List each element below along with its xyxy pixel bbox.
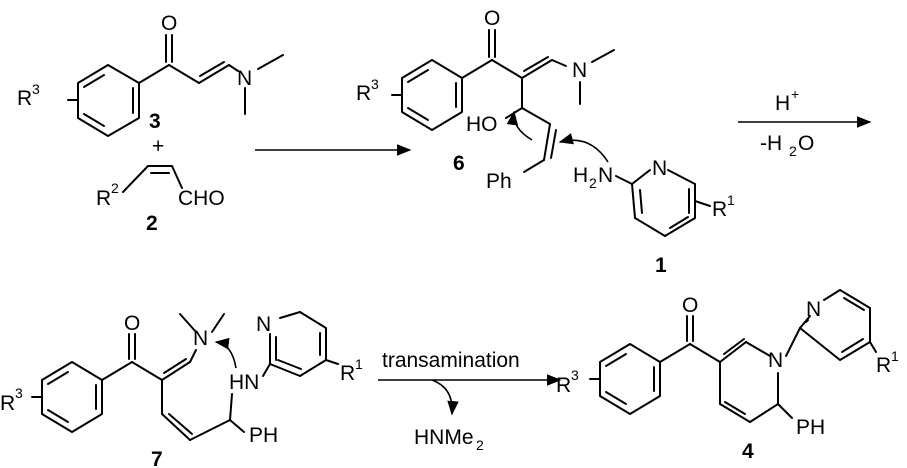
compound-label-6: 6 [453,152,465,175]
compound-label-3: 3 [149,110,161,133]
r3-label: R [0,392,15,415]
dehydration-h: -H [760,132,782,155]
electron-push-arrow [506,110,533,141]
compound-label-4: 4 [742,440,754,463]
transamination-step: transamination HNMe 2 [378,349,562,453]
amino-subscript: 2 [589,175,597,191]
carbonyl-oxygen: O [161,12,177,35]
amine-nitrogen: N [572,59,587,82]
intermediate-7: R 3 O N PH HN N [0,311,363,468]
byproduct-subscript: 2 [476,437,484,453]
r3-superscript: 3 [32,81,40,97]
acid-dehydration-step: H + -H 2 O [738,86,872,159]
pyridine-ring [799,289,871,361]
benzene-ring [599,343,661,415]
r1-label: R [876,354,891,377]
amine-nitrogen: N [193,327,208,350]
plus-sign: + [152,135,164,158]
carbonyl-oxygen: O [484,7,500,30]
r1-superscript: 1 [727,192,735,208]
carbonyl-oxygen: O [124,312,140,335]
compound-label-1: 1 [655,254,667,277]
acid-catalyst-h: H [775,92,790,115]
r3-label: R [17,87,32,110]
phenyl-group: PH [796,416,825,439]
r3-superscript: 3 [15,385,23,401]
r3-label: R [556,374,571,397]
r2-superscript: 2 [111,180,119,196]
r2-label: R [96,187,111,210]
dihydropyridine-ring [719,338,779,423]
r3-superscript: 3 [571,367,579,383]
byproduct-arrow [431,379,459,416]
benzene-ring [77,64,140,137]
amine-nitrogen: N [237,67,252,90]
pyridine-nitrogen: N [256,313,271,336]
hydroxyl-group: HO [466,113,498,136]
dehydration-o: O [798,132,814,155]
r1-label: R [340,362,355,385]
amino-n: N [598,164,613,187]
dehydration-subscript: 2 [789,143,797,159]
carbonyl-oxygen: O [682,294,698,317]
nucleophilic-attack-arrow [558,133,609,163]
phenyl-group: PH [249,424,278,447]
benzene-ring [41,361,103,433]
benzene-ring [401,59,463,131]
secondary-amine: HN [229,371,259,394]
r3-label: R [356,82,371,105]
pyridine-ring [631,169,696,237]
transamination-label: transamination [382,349,520,372]
byproduct-hnme: HNMe [414,426,474,449]
compound-2: R 2 CHO 2 [96,165,225,235]
compound-label-2: 2 [146,212,158,235]
aldehyde-group: CHO [178,187,225,210]
electron-push-arrow [214,337,237,369]
pyridine-nitrogen: N [806,298,821,321]
pyridine-nitrogen: N [652,157,667,180]
compound-3: R 3 O N 3 [17,12,284,137]
r1-superscript: 1 [355,356,363,372]
compound-label-7: 7 [151,448,163,468]
phenyl-group: Ph [486,170,512,193]
intermediate-6: R 3 O N HO Ph 6 [356,7,615,193]
r3-superscript: 3 [371,76,379,92]
compound-1: H 2 N N R 1 1 [558,133,735,277]
ring-nitrogen: N [768,349,783,372]
pyridine-ring [269,311,327,377]
r1-label: R [712,198,727,221]
amino-h: H [573,164,588,187]
r1-superscript: 1 [891,348,899,364]
product-4: R 3 O N PH [556,289,899,463]
acid-catalyst-plus: + [791,86,799,102]
